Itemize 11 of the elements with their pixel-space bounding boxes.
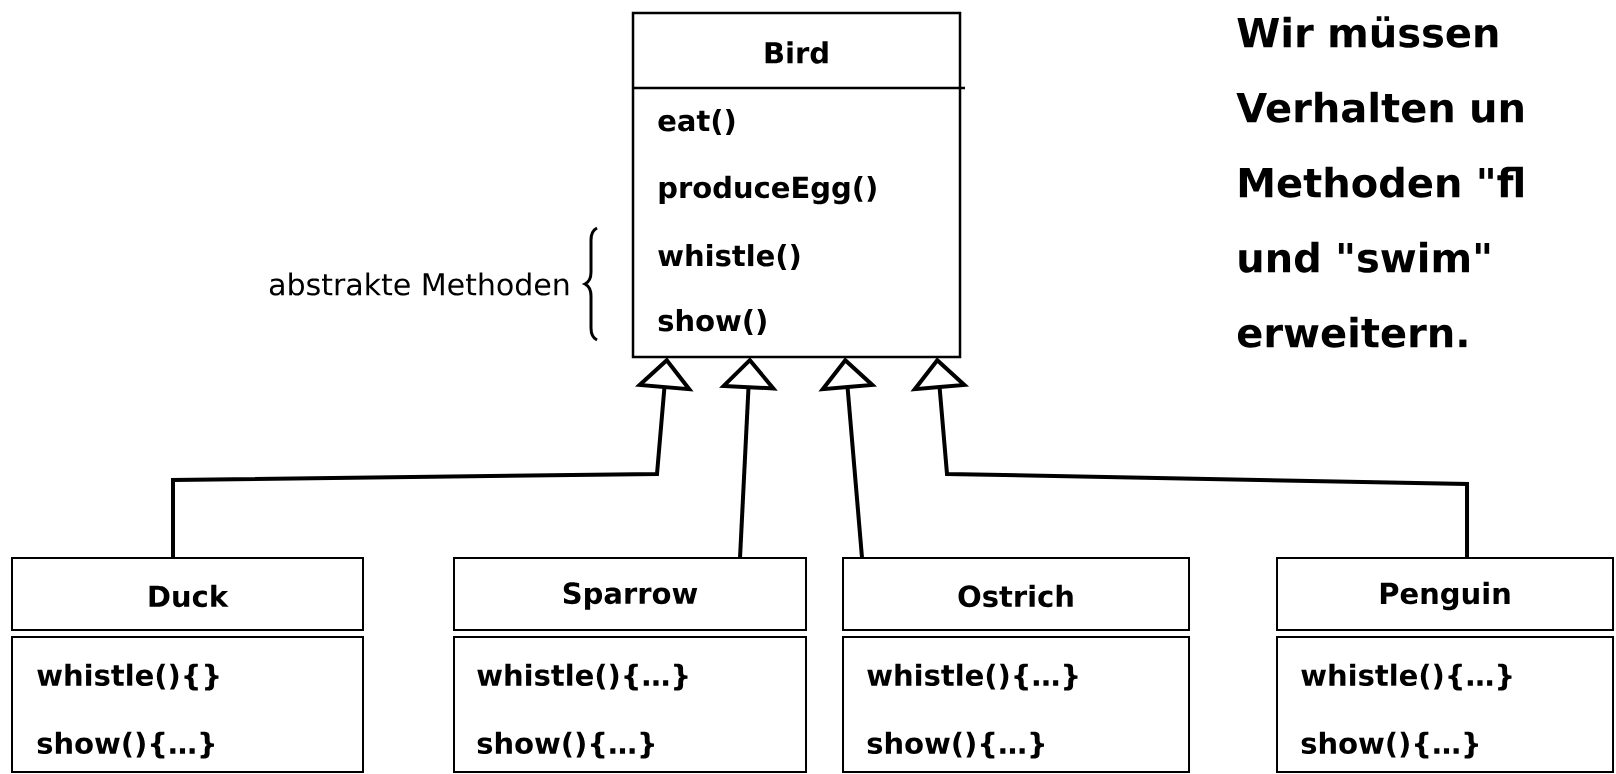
- class-box: Duck whistle(){} show(){…}: [11, 557, 364, 773]
- class-box: Sparrow whistle(){…} show(){…}: [453, 557, 807, 773]
- note-text: Wir müssen Verhalten un Methoden "fl und "swim" erweitern.: [1236, 16, 1523, 348]
- class-box: Ostrich whistle(){…} show(){…}: [842, 557, 1190, 773]
- node-label: Sparrow: [563, 582, 698, 610]
- node-label: Ostrich: [958, 584, 1073, 608]
- class-box: Bird eat() produceEgg() whistle() show(): [631, 11, 965, 359]
- class-box: Penguin whistle(){…} show(){…}: [1276, 557, 1614, 773]
- node-label: Penguin: [1380, 581, 1510, 611]
- annotation-text: abstrakte Methoden: [269, 272, 569, 296]
- node-label: Duck: [149, 584, 229, 608]
